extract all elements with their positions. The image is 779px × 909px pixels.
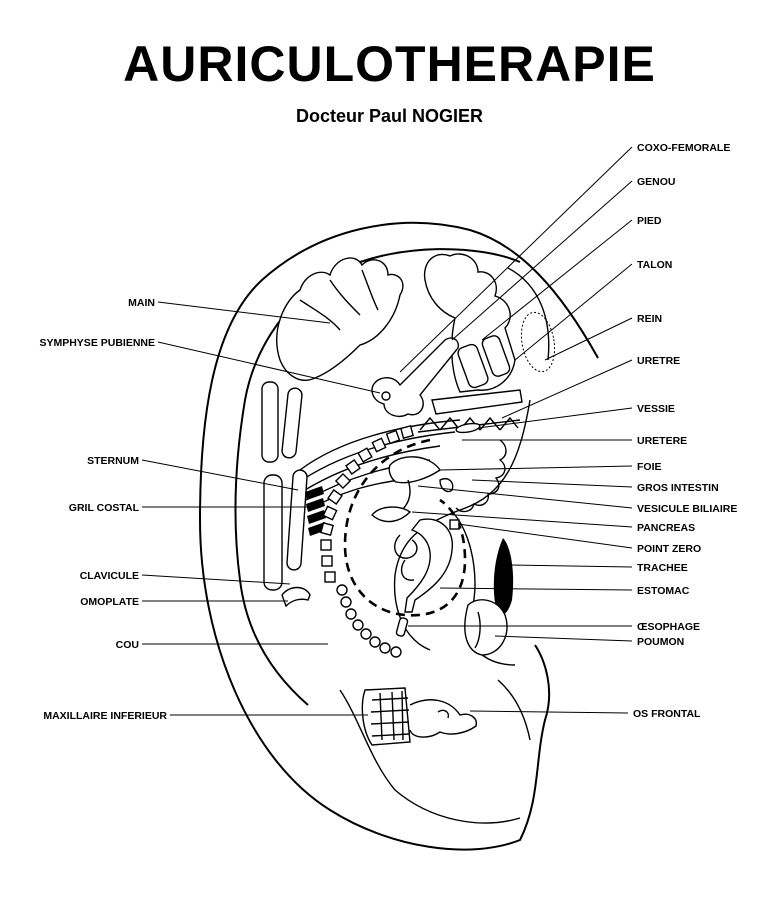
labels-right: COXO-FEMORALE GENOU PIED TALON REIN URET… (633, 142, 737, 720)
label-vessie: VESSIE (637, 403, 675, 415)
label-maxillaire: MAXILLAIRE INFERIEUR (43, 710, 167, 722)
label-sternum: STERNUM (87, 455, 139, 467)
foot-shape (423, 253, 516, 393)
sternum-bones (261, 381, 311, 608)
label-estomac: ESTOMAC (637, 585, 690, 597)
label-poumon: POUMON (637, 636, 684, 648)
pubic-symphysis-shape (371, 337, 459, 418)
page-subtitle: Docteur Paul NOGIER (295, 106, 484, 126)
label-omoplate: OMOPLATE (80, 596, 139, 608)
labels-left: MAIN SYMPHYSE PUBIENNE STERNUM GRIL COST… (39, 297, 167, 722)
label-vesicule: VESICULE BILIAIRE (637, 503, 737, 515)
label-rein: REIN (637, 313, 662, 325)
label-main: MAIN (128, 297, 155, 309)
leader-lines-left (141, 301, 381, 716)
label-uretre: URETRE (637, 355, 680, 367)
label-foie: FOIE (637, 461, 662, 473)
label-symphyse: SYMPHYSE PUBIENNE (39, 337, 155, 349)
jaw-shape (361, 687, 477, 746)
leader-lines-right (399, 146, 633, 714)
label-trachee: TRACHEE (637, 562, 688, 574)
label-pied: PIED (637, 215, 662, 227)
label-clavicule: CLAVICULE (80, 570, 139, 582)
label-talon: TALON (637, 259, 672, 271)
label-gril: GRIL COSTAL (69, 502, 140, 514)
organs (371, 422, 514, 656)
label-gros-intestin: GROS INTESTIN (637, 482, 719, 494)
ear-outline (198, 221, 599, 851)
label-cou: COU (116, 639, 139, 651)
label-coxo: COXO-FEMORALE (637, 142, 730, 154)
vertebrae-chain (320, 425, 414, 583)
label-genou: GENOU (637, 176, 676, 188)
rib-grid (305, 486, 327, 536)
page-title: AURICULOTHERAPIE (123, 36, 656, 92)
hand-shape (276, 257, 404, 381)
label-os-frontal: OS FRONTAL (633, 708, 701, 720)
label-pancreas: PANCREAS (637, 522, 695, 534)
label-point-zero: POINT ZERO (637, 543, 701, 555)
cervical-chain (336, 584, 402, 658)
label-oesophage: ŒSOPHAGE (637, 621, 700, 633)
colon-bumps (455, 439, 507, 513)
label-uretere: URETERE (637, 435, 687, 447)
